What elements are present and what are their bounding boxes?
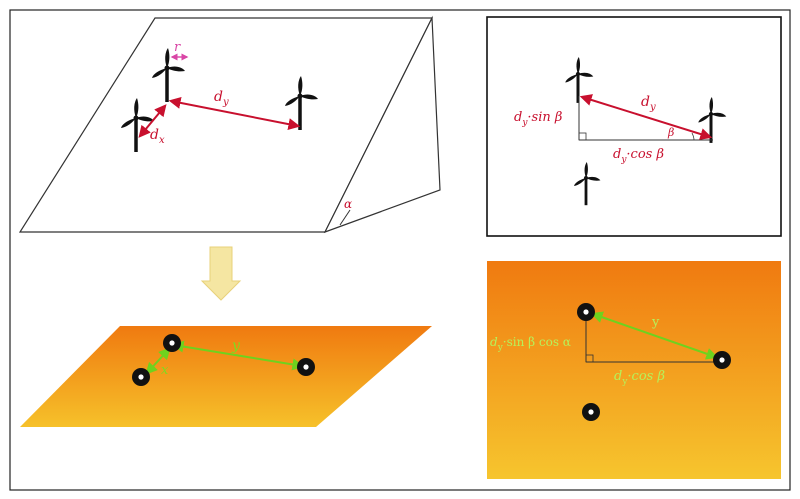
dy-label: dy [641,94,656,113]
y-arrow [590,311,719,360]
dy-arrow [579,94,713,140]
turbine-top-icon [582,403,600,421]
y-arrow [171,340,305,371]
beta-label: β [667,126,674,139]
slope-panel: α r dy dx [18,15,441,234]
dy-arrow [168,96,301,131]
r-label: r [174,40,181,55]
top-right-frame [486,16,782,237]
down-arrow-icon [200,246,242,301]
x-arrow [145,347,171,375]
slope-side-face [323,15,441,234]
alpha-label: α [344,197,352,211]
top-right-panel: β dy dy·sin β dy·cos β [486,16,782,237]
turbine-top-icon [713,351,731,369]
bottom-right-plane [487,261,781,479]
turbine-top-icon [132,368,150,386]
dx-arrow [138,104,167,138]
dx-label: dx [150,127,165,146]
dy-sin-label: dy·sin β [514,110,562,128]
projection-plane [20,326,432,427]
projection-panel: y x [20,326,432,427]
bottom-right-panel: y dy·sin β cos α dy·cos β [487,261,781,479]
turbine-top-icon [163,334,181,352]
alpha-arc [339,209,351,226]
turbine-top-icon [577,303,595,321]
dy-cos-label: dy·cos β [614,369,665,387]
dy-sin-cos-label: dy·sin β cos α [490,335,571,353]
y-label: y [651,315,660,330]
outer-frame [9,9,791,491]
dy-cos-label: dy·cos β [613,147,664,165]
dy-label: dy [214,89,229,108]
turbine-top-icon [297,358,315,376]
x-label: x [161,363,169,378]
y-label: y [231,338,241,354]
